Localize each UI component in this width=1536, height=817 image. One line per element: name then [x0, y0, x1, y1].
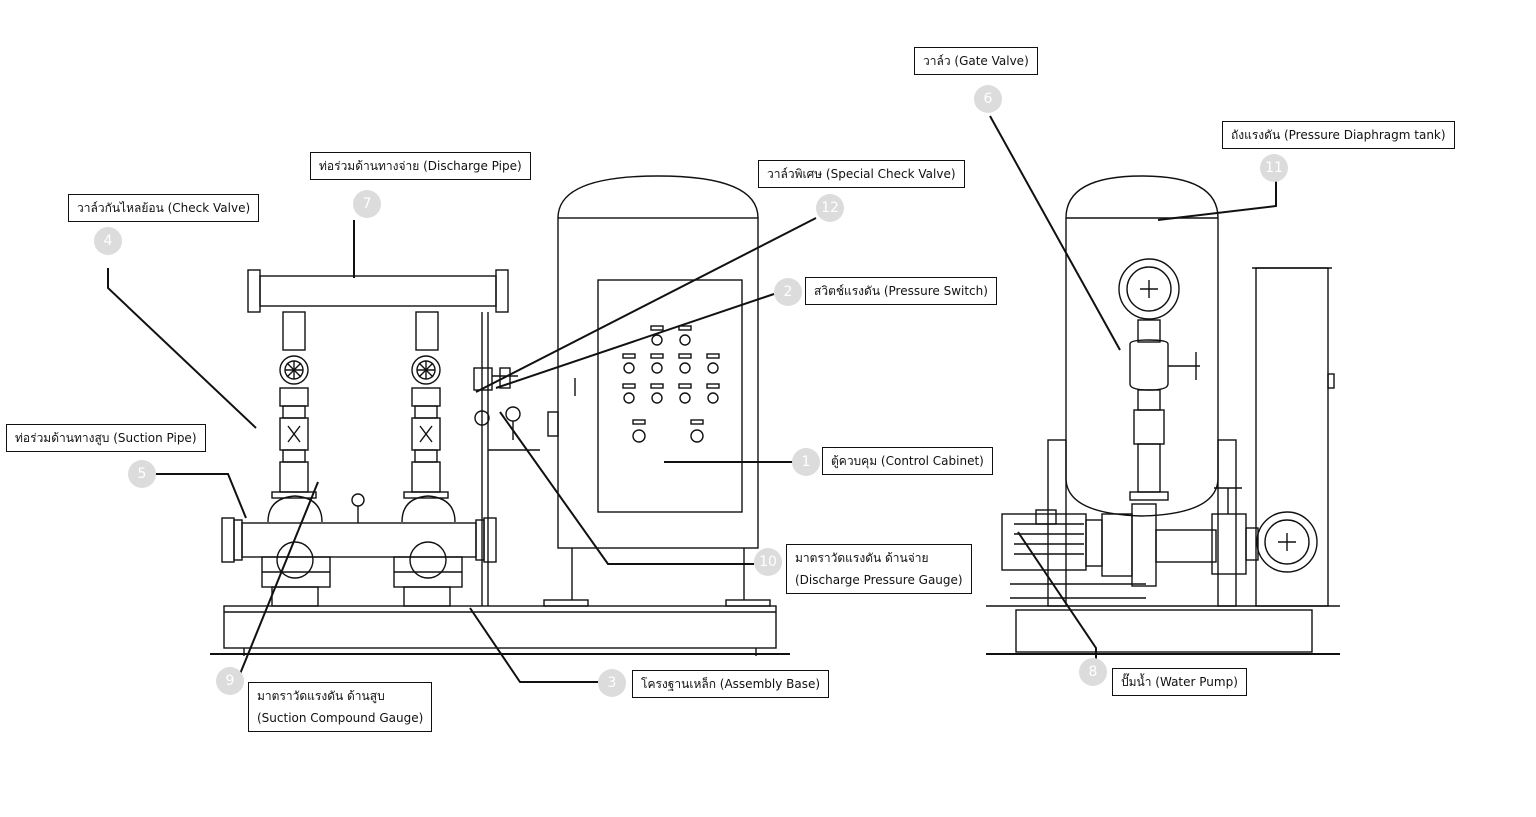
pressure-diaphragm-tank — [1047, 175, 1237, 607]
label-check-valve: วาล์วกันไหลย้อน (Check Valve) — [68, 194, 260, 222]
riser-left — [271, 311, 317, 499]
right-control-cabinet — [1252, 267, 1335, 607]
leader-lines — [107, 115, 1277, 683]
cabinet-buttons — [622, 325, 720, 443]
pump-left — [261, 495, 331, 607]
label-suction-compound-gauge: มาตราวัดแรงดัน ด้านสูบ (Suction Compound… — [248, 682, 433, 732]
callout-badge-2: 2 — [774, 278, 802, 306]
label-pressure-switch: สวิตช์แรงดัน (Pressure Switch) — [805, 277, 997, 305]
riser-right — [403, 311, 449, 499]
pump-right — [393, 495, 463, 607]
callout-badge-12: 12 — [816, 194, 844, 222]
right-base — [986, 605, 1340, 655]
callout-badge-6: 6 — [974, 85, 1002, 113]
callout-badge-8: 8 — [1079, 658, 1107, 686]
suction-manifold — [221, 517, 497, 563]
callout-badge-9: 9 — [216, 667, 244, 695]
control-cabinet — [543, 175, 771, 607]
label-assembly-base: โครงฐานเหล็ก (Assembly Base) — [632, 670, 830, 698]
callout-badge-7: 7 — [353, 190, 381, 218]
label-control-cabinet: ตู้ควบคุม (Control Cabinet) — [822, 447, 993, 475]
callout-badge-1: 1 — [792, 448, 820, 476]
label-special-check-valve: วาล์วพิเศษ (Special Check Valve) — [758, 160, 965, 188]
callout-badge-5: 5 — [128, 460, 156, 488]
suction-gauge — [351, 493, 365, 523]
label-discharge-pressure-gauge: มาตราวัดแรงดัน ด้านจ่าย (Discharge Press… — [786, 544, 972, 594]
callout-badge-10: 10 — [754, 548, 782, 576]
assembly-base — [210, 605, 790, 656]
label-suction-compound-gauge-line2: (Suction Compound Gauge) — [257, 711, 424, 725]
label-discharge-pressure-gauge-line1: มาตราวัดแรงดัน ด้านจ่าย — [795, 551, 929, 565]
label-water-pump: ปั๊มน้ำ (Water Pump) — [1112, 668, 1247, 696]
water-pump-motor — [1001, 487, 1259, 599]
label-discharge-pipe: ท่อร่วมด้านทางจ่าย (Discharge Pipe) — [310, 152, 531, 180]
callout-badge-4: 4 — [94, 227, 122, 255]
discharge-manifold — [247, 269, 540, 606]
callout-badge-11: 11 — [1260, 154, 1288, 182]
gate-valve — [1118, 258, 1200, 501]
label-suction-pipe: ท่อร่วมด้านทางสูบ (Suction Pipe) — [6, 424, 206, 452]
label-discharge-pressure-gauge-line2: (Discharge Pressure Gauge) — [795, 573, 963, 587]
label-gate-valve: วาล์ว (Gate Valve) — [914, 47, 1038, 75]
label-pressure-diaphragm-tank: ถังแรงดัน (Pressure Diaphragm tank) — [1222, 121, 1455, 149]
callout-badge-3: 3 — [598, 669, 626, 697]
label-suction-compound-gauge-line1: มาตราวัดแรงดัน ด้านสูบ — [257, 689, 385, 703]
